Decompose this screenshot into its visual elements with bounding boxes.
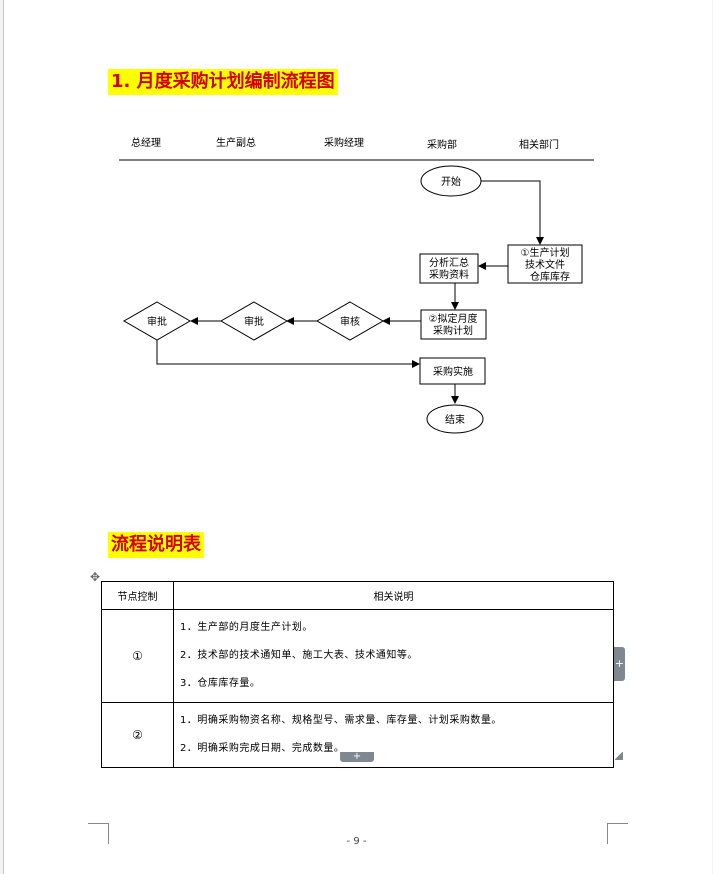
analyze-line-2: 采购资料 [429,268,469,281]
add-column-button[interactable]: + [614,647,625,681]
lane-label-general-manager: 总经理 [131,136,161,149]
page-number: - 9 - [346,836,367,847]
table-row: ② 1．明确采购物资名称、规格型号、需求量、库存量、计划采购数量。 2．明确采购… [101,702,614,768]
approve-vp-diamond [219,301,289,341]
analyze-line-1: 分析汇总 [429,256,469,269]
end-node-label: 结束 [445,413,465,426]
docs-box [507,244,583,284]
lane-label-related-dept: 相关部门 [519,138,559,151]
approve-vp-label: 审批 [244,315,264,328]
analyze-box [419,253,479,284]
node-cell: ① [101,609,174,703]
execute-box [419,357,486,385]
flowchart: 总经理 生产副总 采购经理 采购部 相关部门 开始 ①生产计划 技术文件 仓库库… [119,136,594,434]
connector-start-docs [481,180,544,245]
description-item: 2．技术部的技术通知单、施工大表、技术通知等。 [180,650,418,661]
add-row-button[interactable]: + [340,752,374,762]
margin-corner-mark-right [607,823,628,844]
process-description-table: 节点控制 相关说明 ① 1．生产部的月度生产计划。 2．技术部的技术通知单、施工… [101,581,614,768]
docs-line-3: 仓库库存 [530,270,570,283]
execute-label: 采购实施 [433,365,473,378]
table-resize-handle[interactable] [615,752,623,760]
description-item: 1．生产部的月度生产计划。 [180,622,313,633]
lane-label-purchasing-manager: 采购经理 [324,136,364,149]
table-header-row: 节点控制 相关说明 [101,581,614,610]
description-item: 1．明确采购物资名称、规格型号、需求量、库存量、计划采购数量。 [180,715,502,726]
review-diamond [315,301,385,341]
review-label: 审核 [340,315,360,328]
table-row: ① 1．生产部的月度生产计划。 2．技术部的技术通知单、施工大表、技术通知等。 … [101,609,614,703]
table-heading: 流程说明表 [108,532,204,558]
margin-corner-mark-left [88,823,109,844]
node-cell: ② [101,702,174,768]
draft-line-2: 采购计划 [433,324,473,337]
flowchart-heading: 1. 月度采购计划编制流程图 [108,69,338,95]
description-cell: 1．生产部的月度生产计划。 2．技术部的技术通知单、施工大表、技术通知等。 3．… [173,609,614,703]
approve-gm-label: 审批 [147,315,167,328]
lane-label-production-vp: 生产副总 [216,136,256,149]
draft-line-1: ②拟定月度 [429,312,478,325]
start-node-label: 开始 [441,175,461,188]
lane-label-purchasing-dept: 采购部 [427,138,457,151]
connector-approve-gm-execute [156,340,420,368]
table-move-handle-icon[interactable]: ✥ [90,570,101,584]
description-item: 3．仓库库存量。 [180,678,261,689]
header-node-control: 节点控制 [101,581,174,610]
docs-line-2: 技术文件 [525,258,565,271]
description-cell: 1．明确采购物资名称、规格型号、需求量、库存量、计划采购数量。 2．明确采购完成… [173,702,614,768]
description-item: 2．明确采购完成日期、完成数量。 [180,743,345,754]
docs-line-1: ①生产计划 [521,246,570,259]
end-node [426,404,484,434]
header-description: 相关说明 [173,581,614,610]
draft-plan-box [420,309,487,340]
